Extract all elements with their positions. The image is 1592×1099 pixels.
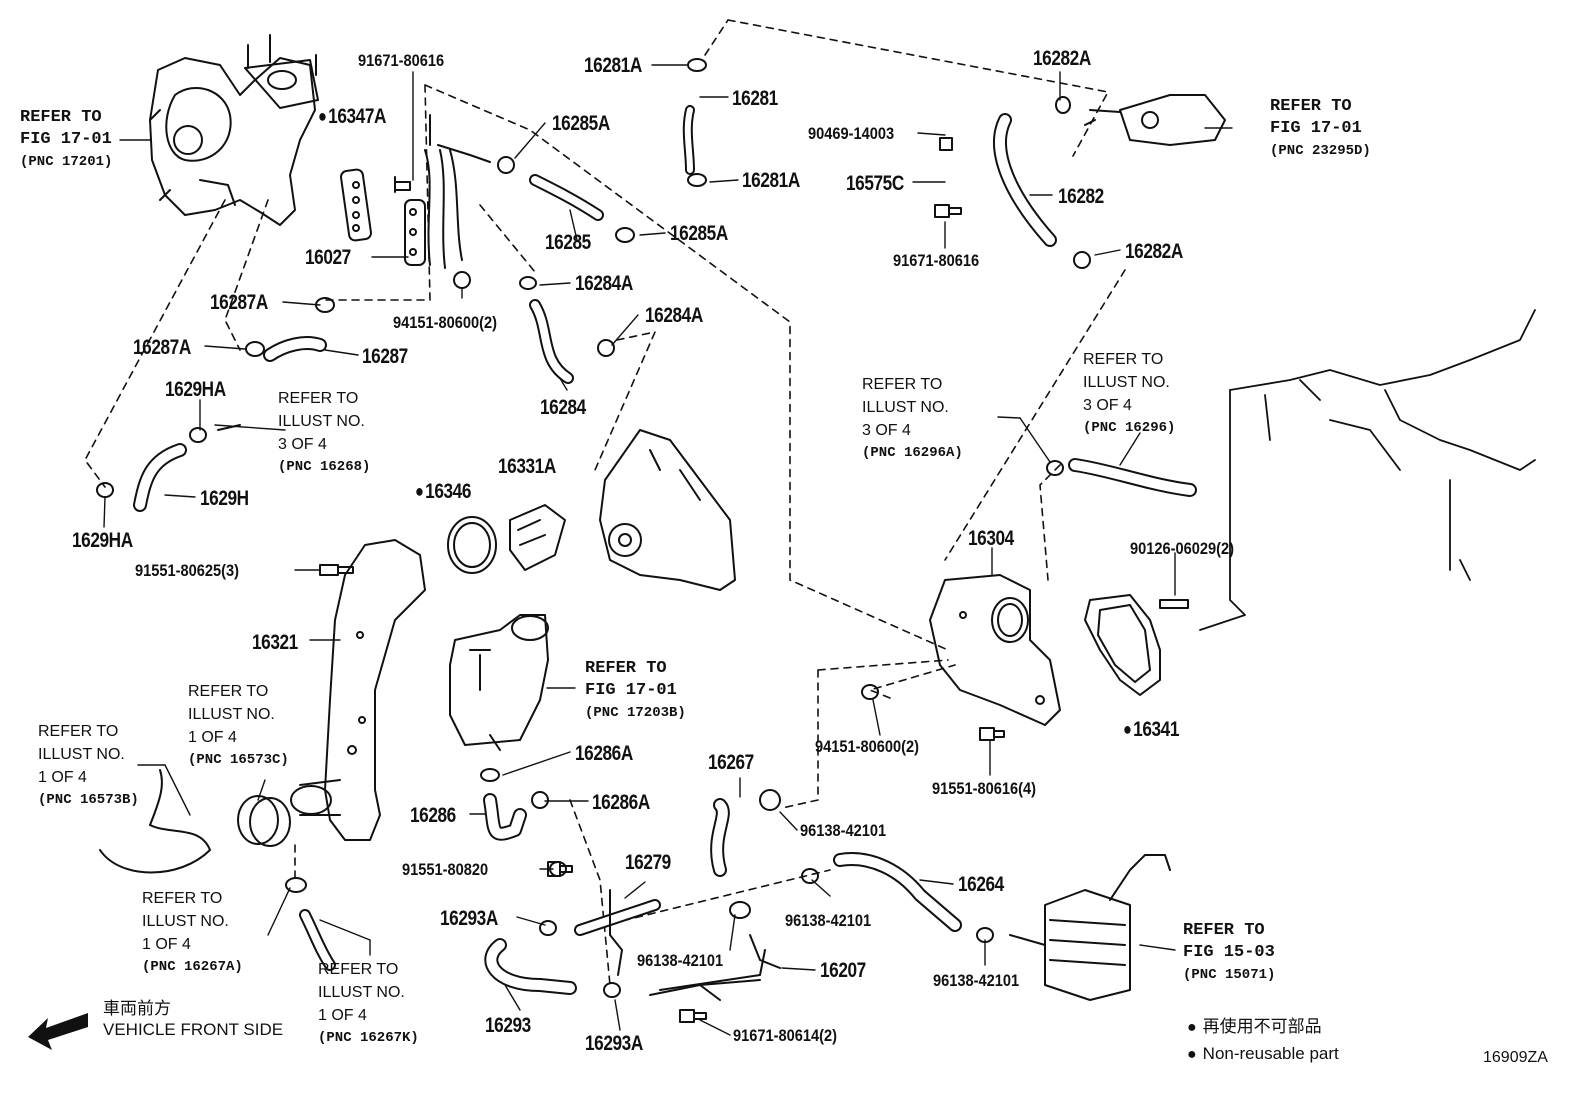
part-16284: 16284 bbox=[540, 396, 586, 419]
part-16281A-top: 16281A bbox=[584, 54, 642, 77]
part-94151-80600-right: 94151-80600(2) bbox=[815, 737, 920, 756]
engine-block-drawing bbox=[1200, 310, 1535, 630]
gasket-16347A-drawing bbox=[340, 169, 372, 241]
part-16287A-left: 16287A bbox=[133, 336, 191, 359]
part-1629H: 1629H bbox=[200, 487, 249, 510]
non-reusable-dot-icon: ● bbox=[1187, 1046, 1197, 1063]
ref-illust-pnc-16268[interactable]: REFER TO ILLUST NO. 3 OF 4 (PNC 16268) bbox=[278, 390, 371, 475]
part-16287: 16287 bbox=[362, 345, 408, 368]
ref-fig-17-01-pnc-23295D[interactable]: REFER TO FIG 17-01 (PNC 23295D) bbox=[1270, 97, 1371, 159]
part-16346: 16346 bbox=[415, 481, 471, 502]
water-inlet-16321-drawing bbox=[291, 540, 425, 840]
ref-fig-17-01-pnc-17203B[interactable]: REFER TO FIG 17-01 (PNC 17203B) bbox=[585, 659, 686, 721]
part-91671-80614: 91671-80614(2) bbox=[733, 1026, 838, 1045]
bolts bbox=[320, 138, 1188, 1022]
vehicle-front-label-en: VEHICLE FRONT SIDE bbox=[103, 1020, 284, 1039]
part-16027: 16027 bbox=[305, 246, 351, 269]
part-90469-14003: 90469-14003 bbox=[808, 124, 895, 143]
turbocharger-drawing bbox=[150, 35, 318, 225]
part-91551-80625: 91551-80625(3) bbox=[135, 561, 240, 580]
water-outlet-16304-drawing bbox=[930, 575, 1060, 725]
part-16281: 16281 bbox=[732, 87, 778, 110]
ref-illust-pnc-16573C[interactable]: REFER TO ILLUST NO. 1 OF 4 (PNC 16573C) bbox=[188, 683, 289, 768]
part-16282A-top: 16282A bbox=[1033, 47, 1091, 70]
part-16321: 16321 bbox=[252, 631, 298, 654]
part-16282: 16282 bbox=[1058, 185, 1104, 208]
part-16347A: 16347A bbox=[318, 106, 386, 127]
part-16279: 16279 bbox=[625, 851, 671, 874]
part-16285: 16285 bbox=[545, 231, 591, 254]
ref-fig-15-03-pnc-15071[interactable]: REFER TO FIG 15-03 (PNC 15071) bbox=[1183, 921, 1276, 983]
part-96138-42101-d: 96138-42101 bbox=[933, 971, 1020, 990]
part-16281A-bottom: 16281A bbox=[742, 169, 800, 192]
part-16286A-top: 16286A bbox=[575, 742, 633, 765]
thermostat-drawing bbox=[448, 505, 565, 573]
ref-illust-pnc-16573B[interactable]: REFER TO ILLUST NO. 1 OF 4 (PNC 16573B) bbox=[38, 723, 139, 808]
part-1629HA-bottom: 1629HA bbox=[72, 529, 133, 552]
legend-non-reusable-jp: ●再使用不可部品 bbox=[1187, 1017, 1322, 1036]
part-16286A-right: 16286A bbox=[592, 791, 650, 814]
part-96138-42101-c: 96138-42101 bbox=[637, 951, 724, 970]
part-16264: 16264 bbox=[958, 873, 1004, 896]
part-91671-80616-top: 91671-80616 bbox=[358, 51, 445, 70]
hoses-and-clamps bbox=[97, 59, 1190, 1000]
part-1629HA-top: 1629HA bbox=[165, 378, 226, 401]
part-16304: 16304 bbox=[968, 527, 1014, 550]
legend-non-reusable-en: ●Non-reusable part bbox=[1187, 1044, 1339, 1063]
part-16285A-bottom: 16285A bbox=[670, 222, 728, 245]
part-16293A-top: 16293A bbox=[440, 907, 498, 930]
diagram-code: 16909ZA bbox=[1483, 1049, 1548, 1066]
leader-lines bbox=[104, 65, 1232, 1035]
ref-illust-pnc-16296[interactable]: REFER TO ILLUST NO. 3 OF 4 (PNC 16296) bbox=[1083, 351, 1176, 436]
oil-cooler-drawing bbox=[1010, 855, 1170, 1000]
part-91551-80820: 91551-80820 bbox=[402, 860, 489, 879]
part-16282A-bottom: 16282A bbox=[1125, 240, 1183, 263]
part-16284A-right: 16284A bbox=[645, 304, 703, 327]
part-16293A-bottom: 16293A bbox=[585, 1032, 643, 1055]
part-94151-80600-left: 94151-80600(2) bbox=[393, 313, 498, 332]
part-91671-80616-right: 91671-80616 bbox=[893, 251, 980, 270]
part-90126-06029: 90126-06029(2) bbox=[1130, 539, 1235, 558]
water-pipe-16027-drawing bbox=[395, 115, 490, 268]
hose-16207-drawing bbox=[650, 980, 760, 995]
part-91551-80616: 91551-80616(4) bbox=[932, 779, 1037, 798]
part-16341: 16341 bbox=[1123, 719, 1179, 740]
vehicle-front-label-jp: 車両前方 bbox=[103, 999, 171, 1018]
ref-fig-17-01-pnc-17201[interactable]: REFER TO FIG 17-01 (PNC 17201) bbox=[20, 108, 113, 170]
part-16293: 16293 bbox=[485, 1014, 531, 1037]
thermostat-housing-drawing bbox=[450, 615, 548, 750]
part-96138-42101-b: 96138-42101 bbox=[785, 911, 872, 930]
part-16267: 16267 bbox=[708, 751, 754, 774]
part-16575C: 16575C bbox=[846, 172, 904, 195]
ref-illust-pnc-16296A[interactable]: REFER TO ILLUST NO. 3 OF 4 (PNC 16296A) bbox=[862, 376, 963, 461]
part-96138-42101-a: 96138-42101 bbox=[800, 821, 887, 840]
part-16207: 16207 bbox=[820, 959, 866, 982]
egr-valve-drawing bbox=[1085, 95, 1225, 145]
gasket-16341-drawing bbox=[1085, 595, 1160, 695]
water-pump-drawing bbox=[600, 430, 735, 590]
part-16331A: 16331A bbox=[498, 455, 556, 478]
part-16286: 16286 bbox=[410, 804, 456, 827]
front-arrow-icon bbox=[28, 1013, 88, 1050]
non-reusable-dot-icon: ● bbox=[1187, 1019, 1197, 1036]
ref-illust-pnc-16267K[interactable]: REFER TO ILLUST NO. 1 OF 4 (PNC 16267K) bbox=[318, 961, 419, 1046]
part-16284A-top: 16284A bbox=[575, 272, 633, 295]
part-16287A-top: 16287A bbox=[210, 291, 268, 314]
part-16285A-top: 16285A bbox=[552, 112, 610, 135]
ref-illust-pnc-16267A[interactable]: REFER TO ILLUST NO. 1 OF 4 (PNC 16267A) bbox=[142, 890, 243, 975]
